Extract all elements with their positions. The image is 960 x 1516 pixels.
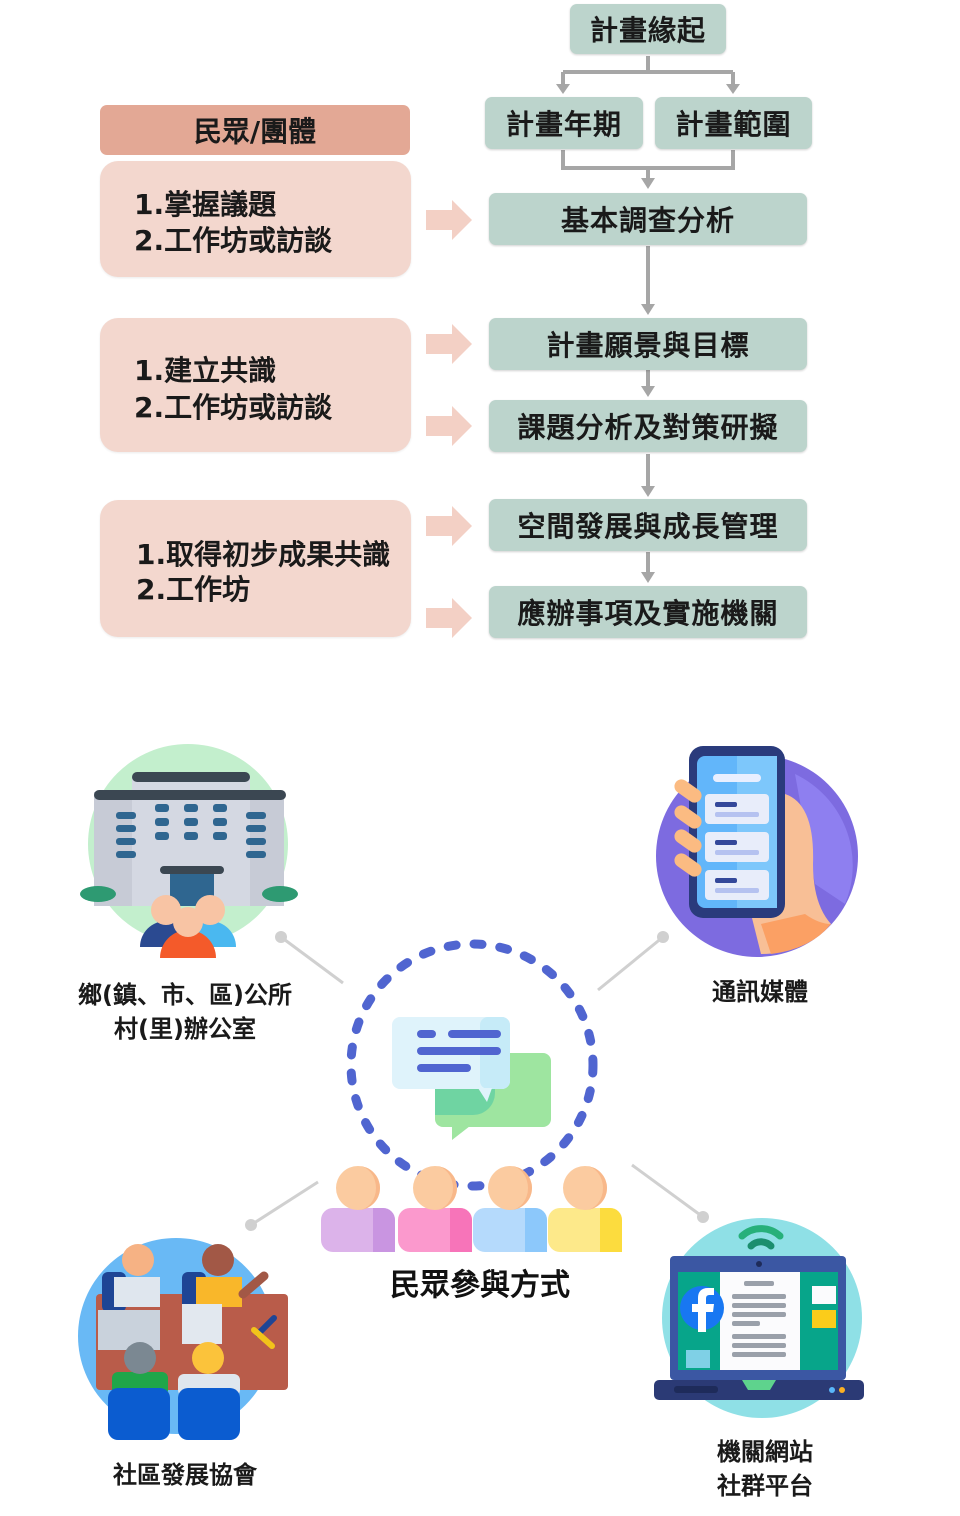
participant-group-1: 1.掌握議題 2.工作坊或訪談 <box>100 161 411 277</box>
step-scope: 計畫範圍 <box>655 97 812 149</box>
arrowhead <box>641 572 655 583</box>
step-spatial: 空間發展與成長管理 <box>489 499 807 551</box>
arrowhead <box>641 304 655 315</box>
connector-dot <box>245 1219 257 1231</box>
participant-group-2-line-2: 2.工作坊或訪談 <box>134 391 333 424</box>
step-period: 計畫年期 <box>485 97 643 149</box>
connector-dot <box>275 931 287 943</box>
participants-header: 民眾/團體 <box>100 105 410 155</box>
person-pink-icon <box>398 1166 472 1252</box>
step-scope-label: 計畫範圍 <box>675 108 792 141</box>
channel-office-line-1: 鄉(鎮、市、區)公所 <box>78 981 292 1009</box>
connector-community <box>250 1180 319 1227</box>
channel-connectors <box>245 931 709 1231</box>
channel-media-line-1: 通訊媒體 <box>712 978 808 1006</box>
facebook-icon <box>680 1286 724 1332</box>
person-blue-icon <box>473 1166 547 1252</box>
step-period-label: 計畫年期 <box>505 108 622 141</box>
step-issues: 課題分析及對策研擬 <box>489 400 807 452</box>
connector-origin-split <box>561 56 735 86</box>
channel-web-line-2: 社群平台 <box>717 1472 813 1500</box>
connector-dot <box>697 1211 709 1223</box>
side-arrow-icon <box>426 506 472 546</box>
channel-community-label: 社區發展協會 <box>55 1458 315 1492</box>
connector-merge <box>561 150 735 180</box>
participant-group-3-line-1: 1.取得初步成果共識 <box>136 538 391 571</box>
participation-title: 民眾參與方式 <box>390 1268 570 1303</box>
connector-dot <box>657 931 669 943</box>
laptop-facebook-icon <box>654 1218 864 1418</box>
channel-community-line-1: 社區發展協會 <box>113 1461 257 1489</box>
people-group-icon <box>321 1166 622 1252</box>
arrowhead <box>726 84 740 94</box>
side-arrow-icon <box>426 598 472 638</box>
step-issues-label: 課題分析及對策研擬 <box>517 411 779 444</box>
step-origin: 計畫緣起 <box>570 4 726 54</box>
participant-group-3-line-2: 2.工作坊 <box>136 573 251 606</box>
arrowhead <box>556 84 570 94</box>
step-actions-label: 應辦事項及實施機關 <box>517 597 779 630</box>
central-participation-icon <box>346 939 598 1191</box>
channel-web-line-1: 機關網站 <box>717 1438 813 1466</box>
person-purple-icon <box>321 1166 395 1252</box>
flow-connectors <box>556 56 740 583</box>
people-trio-icon <box>140 895 236 958</box>
participant-group-2-line-1: 1.建立共識 <box>134 354 277 387</box>
participants-header-label: 民眾/團體 <box>193 115 317 148</box>
channel-web-label: 機關網站 社群平台 <box>665 1435 865 1503</box>
step-survey: 基本調查分析 <box>489 193 807 245</box>
wifi-icon <box>738 1225 784 1250</box>
participant-group-3: 1.取得初步成果共識 2.工作坊 <box>100 500 411 637</box>
connector-media <box>597 935 664 992</box>
arrowhead <box>641 178 655 189</box>
step-vision-label: 計畫願景與目標 <box>546 329 750 362</box>
government-building-icon <box>80 744 298 958</box>
connector-web <box>631 1163 704 1219</box>
chat-bubble-blue-icon <box>392 1017 510 1102</box>
channel-office-line-2: 村(里)辦公室 <box>114 1015 256 1043</box>
participant-group-2: 1.建立共識 2.工作坊或訪談 <box>100 318 411 452</box>
arrowhead <box>641 486 655 497</box>
person-yellow-icon <box>548 1166 622 1252</box>
smartphone-hand-icon <box>656 746 858 957</box>
connector-office <box>280 935 344 985</box>
dashed-ring <box>346 939 598 1191</box>
community-meeting-icon <box>78 1238 288 1440</box>
step-actions: 應辦事項及實施機關 <box>489 586 807 638</box>
side-arrow-icon <box>426 406 472 446</box>
step-origin-label: 計畫緣起 <box>589 14 706 47</box>
participant-group-1-line-2: 2.工作坊或訪談 <box>134 224 333 257</box>
side-arrow-icon <box>426 324 472 364</box>
step-survey-label: 基本調查分析 <box>560 204 735 237</box>
channel-media-label: 通訊媒體 <box>660 975 860 1009</box>
step-spatial-label: 空間發展與成長管理 <box>517 510 779 543</box>
participant-group-1-line-1: 1.掌握議題 <box>134 188 277 221</box>
channel-office-label: 鄉(鎮、市、區)公所 村(里)辦公室 <box>40 978 330 1046</box>
arrowhead <box>641 386 655 397</box>
side-arrow-icon <box>426 200 472 240</box>
step-vision: 計畫願景與目標 <box>489 318 807 370</box>
